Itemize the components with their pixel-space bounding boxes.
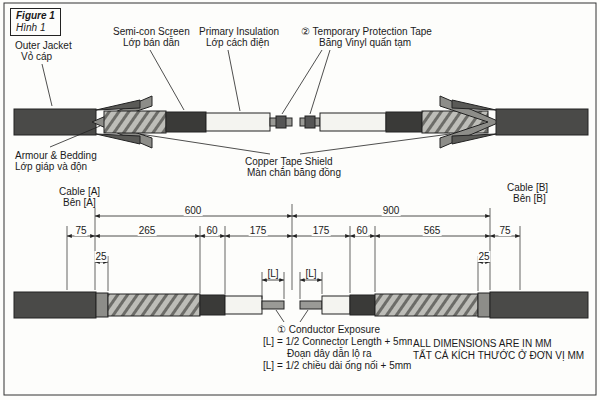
cable-side: Bên [A] [62,197,97,208]
cable-side: Cable [A] [58,186,101,197]
dimension: 265 [138,225,157,236]
note: TẤT CẢ KÍCH THƯỚC Ở ĐƠN VỊ MM [412,350,585,361]
part-name: Màn chắn băng đồng [246,167,342,178]
part-name: Armour & Bedding [14,150,98,161]
part-name: Semi-con Screen [112,26,191,37]
part-name: Lớp giáp và độn [14,161,88,172]
callout: ① Conductor Exposure [276,324,381,335]
note: Đoạn dây dẫn lộ ra [286,348,373,359]
bottom-cable [14,292,588,318]
dimension: 60 [355,225,368,236]
dimension-lines [67,216,520,322]
dimension: 600 [184,205,203,216]
cable-side: Cable [B] [506,182,549,193]
cable-side: Bên [B] [512,193,547,204]
leader-lines [42,50,450,154]
dimension: 25 [477,251,490,262]
part-name: Vỏ cáp [20,51,53,62]
note: [L] = 1/2 Connector Length + 5mm [262,336,416,347]
dimension: 60 [205,225,218,236]
callout: ② Temporary Protection Tape [300,26,433,37]
note: [L] = 1/2 chiều dài ống nối + 5mm [262,360,412,371]
extension-lines [67,204,520,299]
figure-title-box: Figure 1Hình 1 [10,8,61,36]
dimension: 75 [74,225,87,236]
dimension: 75 [498,225,511,236]
dimension: 175 [312,225,331,236]
part-name: Primary Insulation [198,26,280,37]
dimension: 900 [382,205,401,216]
figure-title: Hình 1 [16,22,55,34]
frame [4,3,596,395]
part-name: Lớp bán dẫn [122,37,181,48]
dimension: 175 [249,225,268,236]
part-name: Lớp cách điện [205,37,270,48]
note: ALL DIMENSIONS ARE IN MM [412,338,553,349]
part-name: Outer Jacket [14,40,73,51]
figure-title: Figure 1 [16,10,55,22]
part-name: Copper Tape Shield [244,156,334,167]
dimension: 25 [94,251,107,262]
dimension: 565 [423,225,442,236]
top-cable [14,96,588,148]
callout: Băng Vinyl quấn tạm [318,37,412,48]
dimension: [L] [304,268,317,279]
dimension: [L] [266,268,279,279]
